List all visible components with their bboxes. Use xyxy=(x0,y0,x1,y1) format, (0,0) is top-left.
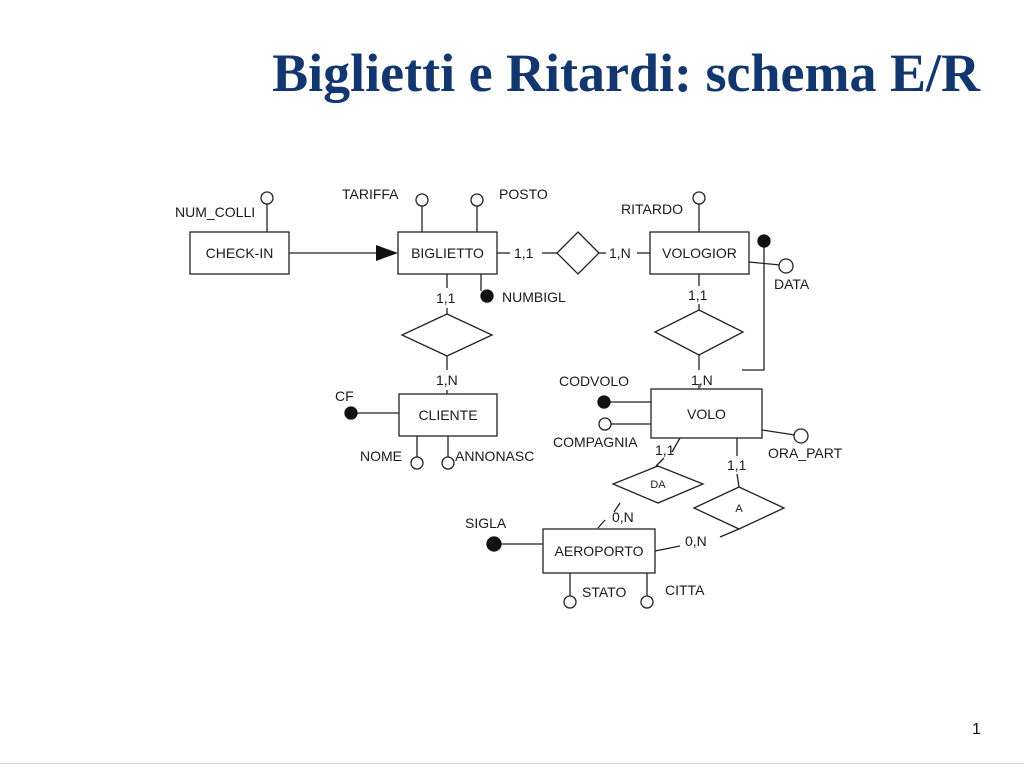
key-attribute-dot-icon xyxy=(480,289,494,303)
attribute-circle-icon xyxy=(415,193,429,207)
key-attribute-dot-icon xyxy=(597,395,611,409)
attribute-data: DATA xyxy=(774,276,810,292)
attribute-circle-icon xyxy=(793,428,809,444)
attribute-numbigl: NUMBIGL xyxy=(502,289,566,305)
entity-checkin: CHECK-IN xyxy=(189,231,290,275)
attribute-codvolo: CODVOLO xyxy=(559,373,629,389)
attribute-nome: NOME xyxy=(360,448,402,464)
relationship-biglietto-cliente xyxy=(400,313,494,357)
relationship-vologior-volo xyxy=(653,309,745,356)
relationship-da: DA xyxy=(611,465,705,504)
stem-ora-part xyxy=(761,429,796,436)
cardinality-label: 1,1 xyxy=(688,287,708,303)
attribute-posto: POSTO xyxy=(499,186,548,202)
entity-volo-label: VOLO xyxy=(687,406,726,422)
attribute-circle-icon xyxy=(598,417,612,431)
line-a-aero-b xyxy=(654,545,681,552)
entity-cliente: CLIENTE xyxy=(398,393,498,437)
attribute-citta: CITTA xyxy=(665,582,705,598)
attribute-ritardo: RITARDO xyxy=(621,201,683,217)
entity-aeroporto: AEROPORTO xyxy=(542,528,656,574)
cardinality-label: 0,N xyxy=(685,533,707,549)
slide-title: Biglietti e Ritardi: schema E/R xyxy=(272,43,980,103)
cardinality-label: 0,N xyxy=(612,509,634,525)
attribute-compagnia: COMPAGNIA xyxy=(553,434,638,450)
attribute-stato: STATO xyxy=(582,584,626,600)
entity-volo: VOLO xyxy=(650,388,763,439)
relationship-biglietto-vologior xyxy=(556,231,600,275)
attribute-circle-icon xyxy=(470,193,484,207)
line-data-attr xyxy=(748,261,781,266)
attribute-cf: CF xyxy=(335,388,354,404)
entity-biglietto: BIGLIETTO xyxy=(397,231,498,275)
relationship-da-label: DA xyxy=(650,479,666,491)
entity-biglietto-label: BIGLIETTO xyxy=(411,245,484,261)
attribute-circle-icon xyxy=(260,191,274,205)
cardinality-label: 1,1 xyxy=(514,245,534,261)
attribute-circle-icon xyxy=(640,595,654,609)
line-da-aero-a xyxy=(613,502,621,513)
key-attribute-dot-icon xyxy=(757,234,771,248)
attribute-circle-icon xyxy=(692,191,706,205)
footer-divider xyxy=(0,763,1024,764)
cardinality-label: 1,N xyxy=(436,372,458,388)
connections xyxy=(266,204,796,596)
line-volo-da-a xyxy=(671,437,681,453)
attribute-annonasc: ANNONASC xyxy=(455,448,534,464)
attribute-circle-icon xyxy=(563,595,577,609)
cardinality-label: 1,N xyxy=(609,245,631,261)
page-number: 1 xyxy=(972,721,981,738)
entity-vologior: VOLOGIOR xyxy=(649,231,750,275)
line-volo-a-b xyxy=(736,473,740,488)
key-attribute-dot-icon xyxy=(486,536,502,552)
cardinality-label: 1,1 xyxy=(436,290,456,306)
line-a-aero-a xyxy=(719,528,740,538)
relationship-a-label: A xyxy=(735,503,743,515)
line-id-vologior xyxy=(742,241,765,371)
entity-vologior-label: VOLOGIOR xyxy=(662,245,737,261)
entity-checkin-label: CHECK-IN xyxy=(206,245,274,261)
cardinality-label: 1,1 xyxy=(727,457,747,473)
attribute-circle-icon xyxy=(441,456,455,470)
attribute-circle-icon xyxy=(778,258,794,274)
cardinality-label: 1,1 xyxy=(655,442,675,458)
cardinality-label: 1,N xyxy=(691,372,713,388)
attribute-sigla: SIGLA xyxy=(465,515,507,531)
attribute-circle-icon xyxy=(410,456,424,470)
arrow-head-icon xyxy=(376,245,398,261)
relationship-a: A xyxy=(692,486,786,530)
entity-aeroporto-label: AEROPORTO xyxy=(555,543,644,559)
attribute-tariffa: TARIFFA xyxy=(342,186,399,202)
attribute-num-colli: NUM_COLLI xyxy=(175,204,255,220)
line-volo-da-b xyxy=(655,457,665,467)
key-attribute-dot-icon xyxy=(344,406,358,420)
line-da-aero-b xyxy=(597,519,606,529)
attribute-ora-part: ORA_PART xyxy=(768,445,843,461)
entity-cliente-label: CLIENTE xyxy=(418,407,477,423)
